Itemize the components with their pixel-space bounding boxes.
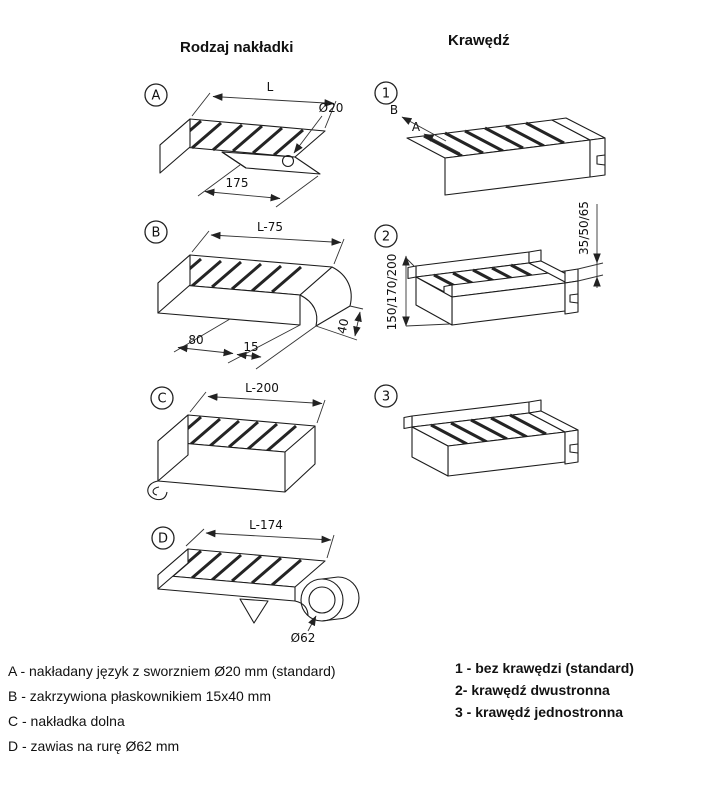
dim-label-height-options: 150/170/200 [385, 254, 399, 331]
column-header-edge: Krawędź [448, 32, 510, 49]
gusset [239, 598, 269, 624]
drawing-edge-type-1: 1 B A [374, 81, 606, 196]
dimension-line [353, 311, 362, 337]
extension-lines [185, 528, 335, 559]
legend-item-1: 1 - bez krawędzi (standard) [455, 660, 634, 676]
marker-circle-a [144, 83, 168, 107]
legend-item-2: 2- krawędź dwustronna [455, 682, 610, 698]
legend-edge-types: 1 - bez krawędzi (standard) 2- krawędź d… [455, 660, 634, 726]
marker-label-3: 3 [382, 390, 390, 405]
plate-end-face [157, 414, 189, 482]
hinge-wrap [294, 600, 309, 617]
back-lip-left-cap [407, 265, 417, 280]
marker-circle-b [144, 220, 168, 244]
dimension-line [210, 231, 342, 246]
dimension-line [212, 93, 335, 107]
bottom-hook-inner [152, 486, 160, 496]
plate-end-face [159, 118, 191, 174]
dim-label-edge-options: 35/50/65 [577, 201, 591, 255]
dimension-line [207, 393, 323, 407]
channel-profile [564, 280, 579, 315]
marker-label-d: D [158, 532, 168, 547]
dim-label-tube-diameter: Ø62 [291, 631, 316, 645]
leader-line [293, 115, 323, 154]
plate-end-face [157, 548, 189, 590]
plate-end-face [157, 254, 191, 314]
dim-label-15: 15 [243, 340, 258, 354]
marker-label-a: A [152, 89, 161, 104]
drawing-edge-type-2: 2 150/170/200 35/50/65 [374, 201, 604, 331]
channel-lip [596, 154, 606, 166]
plate-end-face [415, 276, 453, 326]
drawing-overlay-type-c: C L-200 [147, 381, 326, 501]
legend-overlay-types: A - nakładany język z sworzniem Ø20 mm (… [8, 663, 336, 763]
column-header-overlay-type: Rodzaj nakładki [180, 39, 294, 56]
tube-outer [300, 578, 344, 622]
ribs [430, 413, 547, 446]
marker-circle-3 [374, 384, 398, 408]
dim-label-length: L-75 [257, 220, 283, 234]
marker-circle-1 [374, 81, 398, 105]
dim-label-pin-diameter: Ø20 [319, 101, 344, 115]
arrow-b [401, 116, 447, 142]
extension-lines [189, 391, 326, 424]
dim-label-length: L-200 [245, 381, 279, 395]
extension-lines [577, 262, 604, 282]
extension-lines [191, 230, 345, 265]
drawing-overlay-type-d: D L-174 Ø62 [151, 518, 360, 645]
arrow-a [423, 133, 461, 154]
bottom-hook [147, 480, 168, 501]
right-end-edges [284, 426, 316, 493]
dimension-line [204, 188, 281, 202]
leader-line [307, 615, 317, 632]
dim-label-length: L-174 [249, 518, 283, 532]
extension-lines [405, 257, 451, 327]
dimension-line [236, 351, 262, 360]
tube-body-lines [321, 576, 339, 622]
tube-inner [308, 586, 336, 614]
channel-profile [564, 429, 579, 465]
technical-drawings: A L Ø20 175 B L-75 [144, 80, 606, 645]
legend-item-3: 3 - krawędź jednostronna [455, 704, 624, 720]
back-lip-left-cap [403, 415, 413, 430]
dim-label-40: 40 [335, 317, 352, 335]
tube-end-arc [337, 576, 360, 620]
marker-circle-2 [374, 224, 398, 248]
dimension-line [177, 344, 234, 357]
marker-label-1: 1 [382, 87, 390, 102]
channel-lip [569, 293, 579, 304]
drawing-edge-type-3: 3 [374, 384, 579, 477]
marker-label-c: C [157, 392, 166, 407]
drawing-overlay-type-a: A L Ø20 175 [144, 80, 344, 208]
legend-item-b: B - zakrzywiona płaskownikiem 15x40 mm [8, 688, 271, 704]
marker-label-b: B [152, 226, 161, 241]
legend-item-a: A - nakładany język z sworzniem Ø20 mm (… [8, 663, 336, 679]
marker-circle-c [150, 386, 174, 410]
extension-lines [315, 305, 364, 341]
channel-lip [569, 443, 579, 454]
dim-label-b: B [390, 103, 398, 117]
drawing-overlay-type-b: B L-75 80 15 40 [144, 220, 364, 370]
pin-circle [281, 154, 295, 168]
ribs [423, 121, 565, 158]
dim-label-tongue-length: 175 [226, 176, 249, 190]
dim-label-a: A [412, 120, 421, 134]
dim-label-80: 80 [188, 333, 203, 347]
dim-label-length: L [267, 80, 274, 94]
marker-label-2: 2 [382, 230, 390, 245]
legend-item-d: D - zawias na rurę Ø62 mm [8, 738, 180, 754]
plate-end-face [411, 426, 449, 477]
legend-item-c: C - nakładka dolna [8, 713, 125, 729]
tongue-fold-line [221, 151, 247, 169]
dimension-line [205, 529, 332, 544]
marker-circle-d [151, 526, 175, 550]
